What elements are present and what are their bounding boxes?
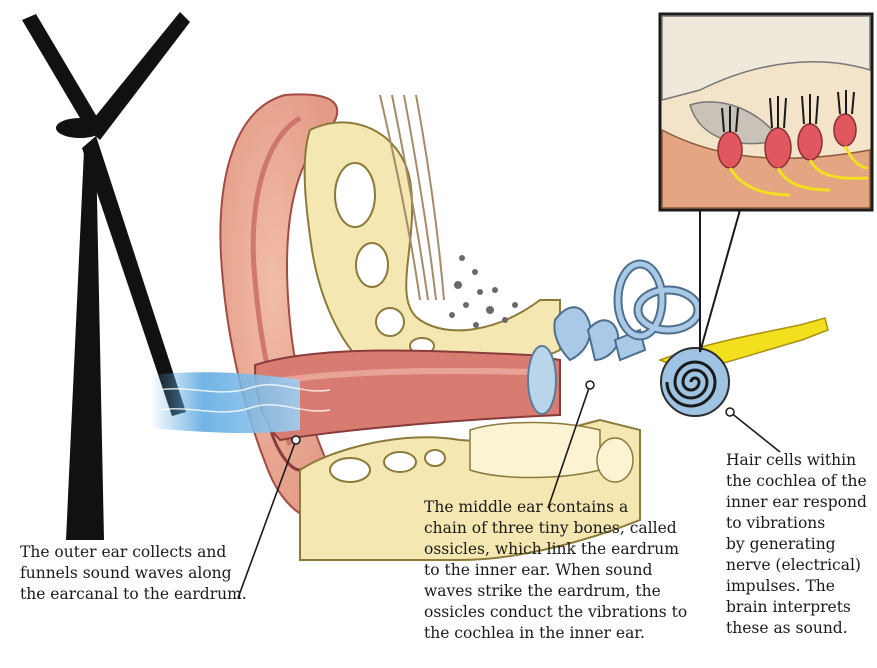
- eardrum: [528, 346, 556, 414]
- turbine-tower: [66, 150, 104, 540]
- caption-middle-ear: The middle ear contains a chain of three…: [424, 497, 687, 644]
- mastoid-air-cells: [449, 255, 518, 328]
- caption-line: waves strike the eardrum, the: [424, 581, 687, 602]
- turbine-blade-upper-right: [86, 12, 190, 140]
- caption-line: to the inner ear. When sound: [424, 560, 687, 581]
- caption-line: brain interprets: [726, 597, 867, 618]
- caption-inner-ear: Hair cells within the cochlea of the inn…: [726, 450, 867, 639]
- caption-line: impulses. The: [726, 576, 867, 597]
- turbine-nacelle: [56, 118, 104, 138]
- caption-line: by generating: [726, 534, 867, 555]
- wind-turbine: [22, 12, 190, 540]
- caption-line: chain of three tiny bones, called: [424, 518, 687, 539]
- caption-line: funnels sound waves along: [20, 563, 247, 584]
- caption-line: ossicles, which link the eardrum: [424, 539, 687, 560]
- caption-line: to vibrations: [726, 513, 867, 534]
- caption-line: Hair cells within: [726, 450, 867, 471]
- turbine-blade-upper-left: [22, 14, 100, 135]
- caption-line: The middle ear contains a: [424, 497, 687, 518]
- caption-outer-ear: The outer ear collects and funnels sound…: [20, 542, 247, 605]
- caption-line: the earcanal to the eardrum.: [20, 584, 247, 605]
- leader-inner-ear: [730, 412, 780, 452]
- incus: [588, 320, 618, 360]
- caption-line: inner ear respond: [726, 492, 867, 513]
- cochlea: [661, 348, 729, 416]
- caption-line: these as sound.: [726, 618, 867, 639]
- caption-line: The outer ear collects and: [20, 542, 247, 563]
- inset-pointer: [700, 210, 740, 352]
- caption-line: the cochlea in the inner ear.: [424, 623, 687, 644]
- caption-line: ossicles conduct the vibrations to: [424, 602, 687, 623]
- malleus: [554, 307, 590, 360]
- caption-line: nerve (electrical): [726, 555, 867, 576]
- caption-line: the cochlea of the: [726, 471, 867, 492]
